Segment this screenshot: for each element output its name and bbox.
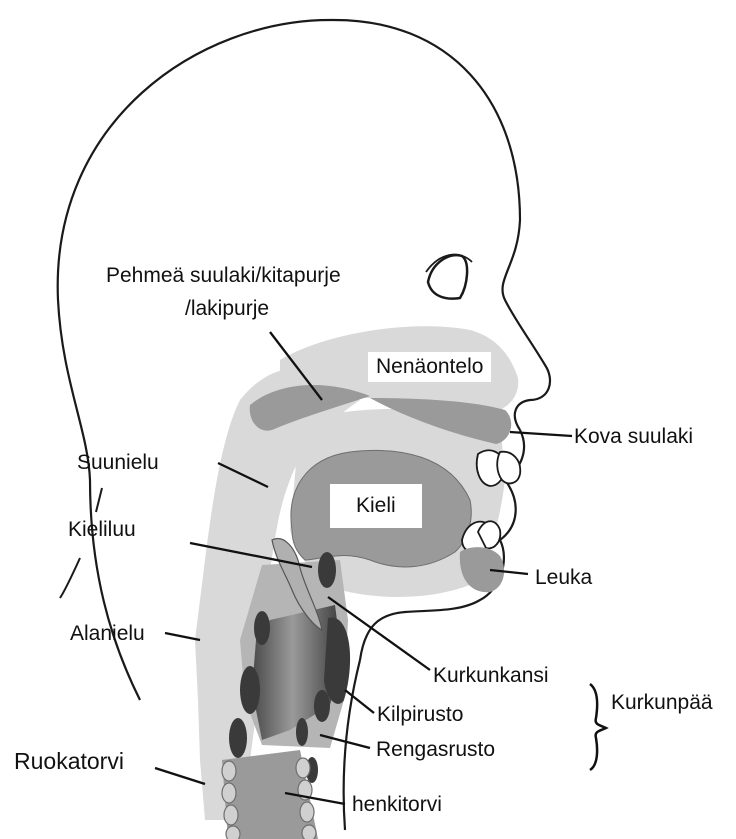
- larynx-brace: [590, 684, 606, 770]
- jaw-label: Leuka: [535, 566, 592, 590]
- trachea-label: henkitorvi: [352, 793, 442, 817]
- epiglottis-label: Kurkunkansi: [433, 664, 549, 688]
- nasal-cavity-label: Nenäontelo: [368, 352, 491, 382]
- soft-palate-label: Pehmeä suulaki/kitapurje: [106, 264, 341, 288]
- soft-palate-label-line2: /lakipurje: [185, 297, 269, 321]
- upper-teeth: [477, 450, 521, 486]
- neck-back-outline: [60, 488, 102, 598]
- eye-outline: [428, 255, 467, 299]
- thyroid-cartilage-label: Kilpirusto: [377, 703, 463, 727]
- hard-palate-label: Kova suulaki: [574, 425, 693, 449]
- hyoid-label: Kieliluu: [68, 518, 136, 542]
- tongue-label: Kieli: [330, 484, 422, 528]
- esophagus-label: Ruokatorvi: [14, 749, 124, 773]
- cricoid-cartilage-label: Rengasrusto: [376, 738, 495, 762]
- hyoid-bone: [318, 552, 336, 588]
- oropharynx-label: Suunielu: [77, 451, 159, 475]
- larynx-label: Kurkunpää: [611, 691, 713, 715]
- laryngopharynx-label: Alanielu: [70, 622, 145, 646]
